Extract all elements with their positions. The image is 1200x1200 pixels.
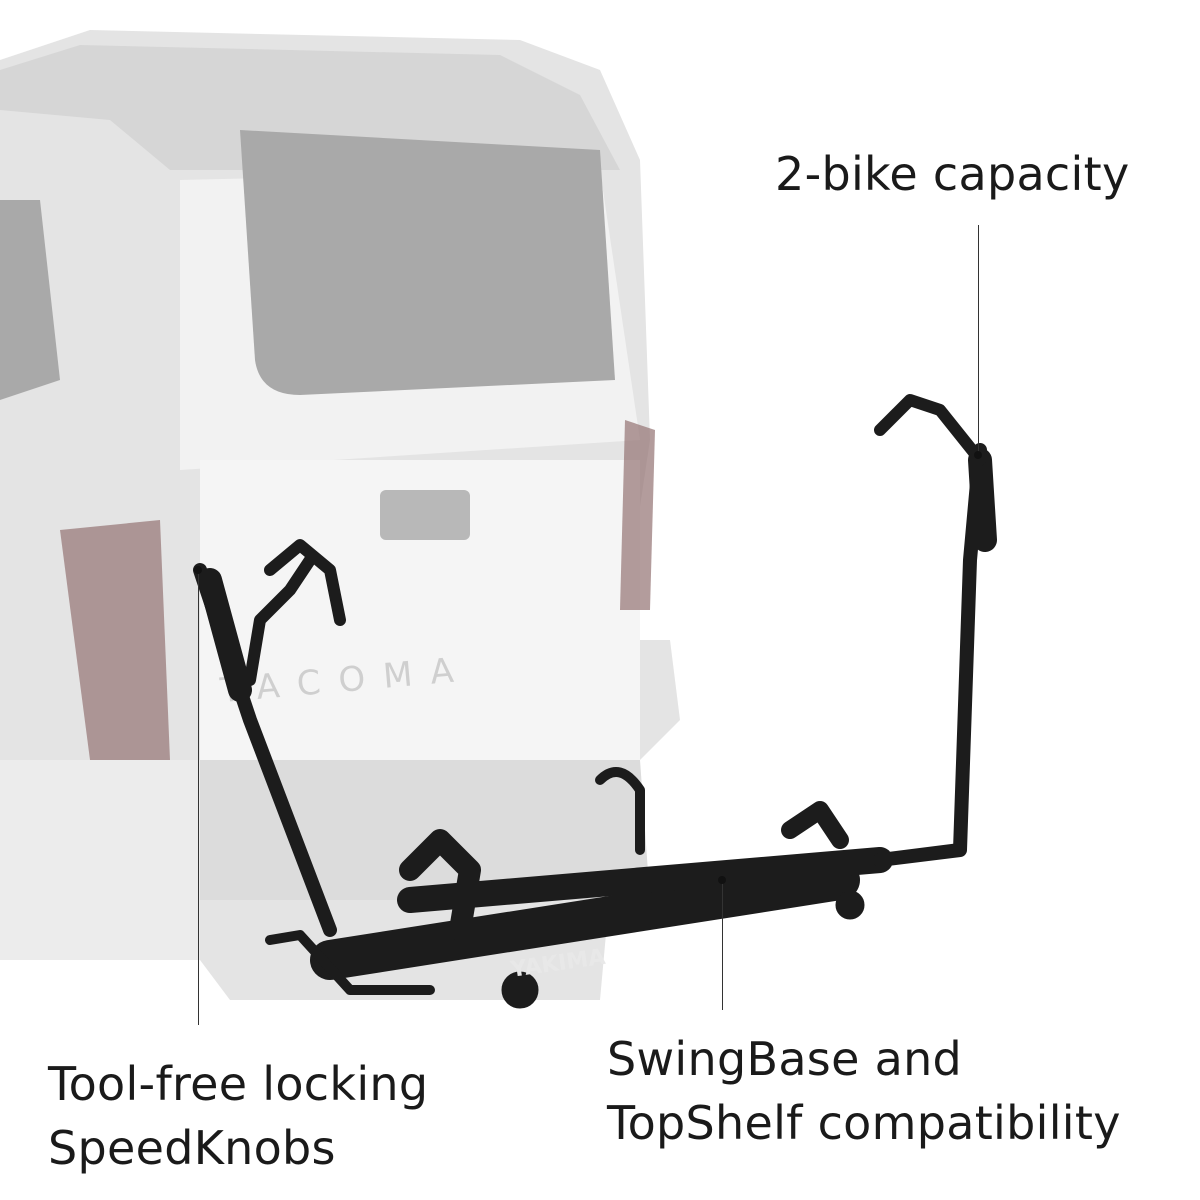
callout-line-compat xyxy=(722,880,723,1010)
side-window xyxy=(0,200,60,400)
rear-window xyxy=(240,130,615,395)
rack-main-bar xyxy=(310,860,860,980)
callout-line-knobs xyxy=(198,570,199,1025)
callout-capacity: 2-bike capacity xyxy=(775,147,1130,201)
left-hook xyxy=(264,539,346,626)
taillight-right xyxy=(620,420,655,610)
callout-knobs-line1: Tool-free locking xyxy=(48,1057,429,1111)
callout-knobs: Tool-free locking SpeedKnobs xyxy=(48,1052,428,1180)
truck: TACOMA xyxy=(0,30,680,1000)
callout-dot-knobs xyxy=(194,566,202,574)
callout-dot-capacity xyxy=(974,451,982,459)
wheel-cradle-left xyxy=(399,829,481,941)
callout-compat-line1: SwingBase and xyxy=(607,1032,963,1086)
camper-shell-top xyxy=(0,45,620,170)
tailgate-handle xyxy=(380,490,470,540)
callout-compat-line2: TopShelf compatibility xyxy=(607,1096,1121,1150)
right-arm xyxy=(873,443,987,867)
right-hook xyxy=(874,394,986,466)
callout-line-capacity xyxy=(978,225,979,455)
callout-compat: SwingBase and TopShelf compatibility xyxy=(607,1027,1121,1155)
wheel-cradle-right xyxy=(781,801,849,849)
bike-rack xyxy=(193,394,997,1009)
callout-dot-compat xyxy=(718,876,726,884)
callout-knobs-line2: SpeedKnobs xyxy=(48,1121,336,1175)
taillight-left xyxy=(60,520,170,760)
